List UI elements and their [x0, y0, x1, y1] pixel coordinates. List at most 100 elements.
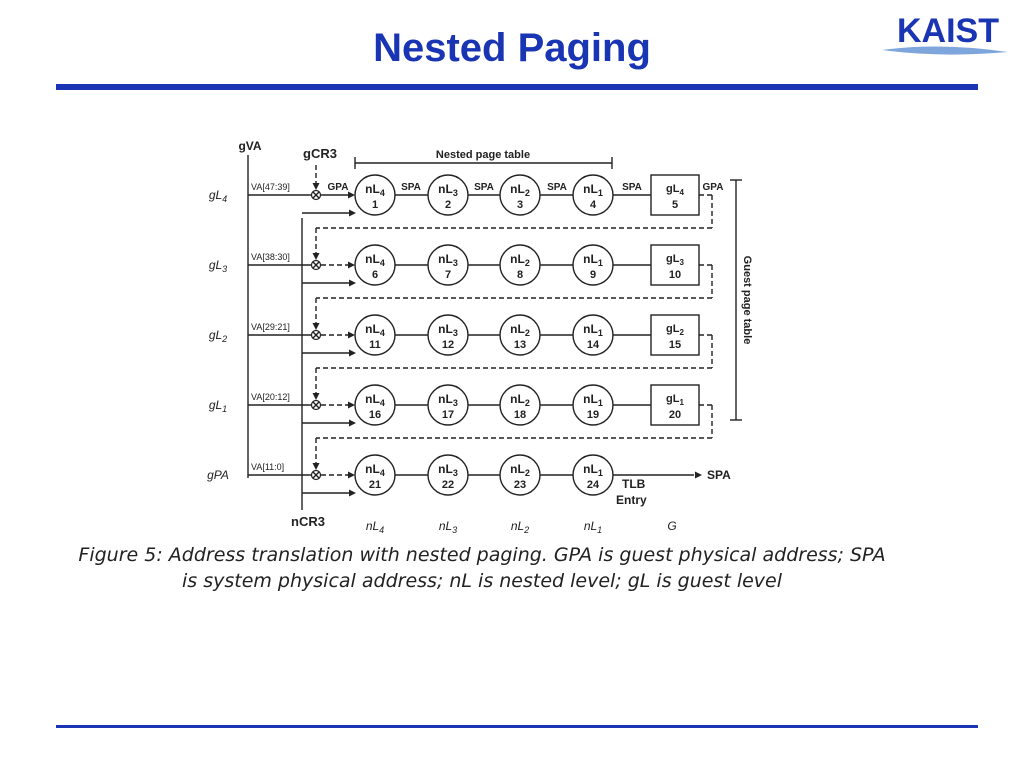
column-level-label: nL1	[584, 519, 602, 535]
row-guest-label: gL4	[209, 188, 227, 204]
guest-page-table-label: Guest page table	[741, 256, 753, 345]
ncr3-label: nCR3	[291, 514, 325, 529]
node-step-number: 24	[587, 479, 600, 491]
tlb-label: TLB	[622, 477, 646, 491]
guest-level-box	[650, 314, 700, 356]
ncr3-feed-arrow	[349, 489, 356, 497]
node-step-number: 23	[514, 479, 526, 491]
node-step-number: 17	[442, 409, 454, 421]
node-step-number: 7	[445, 269, 451, 281]
operator-cross	[312, 401, 320, 409]
node-step-number: 3	[517, 199, 523, 211]
logo-swoosh	[882, 46, 1008, 55]
node-level-label: nL1	[583, 252, 603, 268]
node-step-number: 9	[590, 269, 596, 281]
edge-label: GPA	[703, 182, 724, 193]
va-label: VA[38:30]	[251, 252, 290, 262]
row-guest-label: gL3	[209, 258, 227, 274]
node-step-number: 12	[442, 339, 454, 351]
node-level-label: nL2	[510, 462, 530, 478]
slide-title: Nested Paging	[373, 26, 651, 70]
node-step-number: 22	[442, 479, 454, 491]
column-level-label: nL4	[366, 519, 384, 535]
node-step-number: 11	[369, 339, 381, 351]
node-level-label: nL4	[365, 392, 385, 408]
edge-label: SPA	[622, 182, 642, 193]
guest-level-box	[650, 244, 700, 286]
kaist-logo: KAIST	[882, 12, 1008, 55]
tlb-output-arrow	[695, 471, 702, 479]
node-level-label: nL2	[510, 182, 530, 198]
node-level-label: nL1	[583, 322, 603, 338]
node-step-number: 6	[372, 269, 378, 281]
node-step-number: 2	[445, 199, 451, 211]
node-level-label: nL2	[510, 252, 530, 268]
node-step-number: 1	[372, 199, 378, 211]
ncr3-feed-arrow	[349, 209, 356, 217]
node-level-label: nL4	[365, 252, 385, 268]
node-step-number: 8	[517, 269, 523, 281]
guest-level-box	[650, 174, 700, 216]
gpa-edge-arrow	[348, 471, 355, 479]
node-level-label: nL3	[438, 462, 458, 478]
edge-label: SPA	[547, 182, 567, 193]
edge-label: SPA	[401, 182, 421, 193]
node-level-label: nL4	[365, 462, 385, 478]
operator-cross	[312, 331, 320, 339]
guest-box-label: gL2	[666, 323, 684, 337]
node-level-label: nL4	[365, 322, 385, 338]
gpa-edge-arrow	[348, 401, 355, 409]
operator-cross	[312, 191, 320, 199]
node-step-number: 21	[369, 479, 381, 491]
operator-cross	[312, 471, 320, 479]
node-level-label: nL1	[583, 182, 603, 198]
guest-box-label: gL1	[666, 393, 684, 407]
row-guest-label: gL1	[209, 398, 227, 414]
guest-box-number: 20	[669, 409, 681, 421]
gpa-edge-arrow	[348, 191, 355, 199]
row-guest-label: gL2	[209, 328, 227, 344]
figure-caption: Figure 5: Address translation with neste…	[78, 544, 886, 592]
node-level-label: nL2	[510, 392, 530, 408]
gcr3-label: gCR3	[303, 146, 337, 161]
guest-box-label: gL3	[666, 253, 684, 267]
guest-box-number: 10	[669, 269, 681, 281]
footer-rule	[56, 725, 978, 728]
output-spa-label: SPA	[707, 468, 731, 482]
node-level-label: nL4	[365, 182, 385, 198]
edge-label: GPA	[328, 182, 349, 193]
va-label: VA[29:21]	[251, 322, 290, 332]
gcr3-arrow-head	[312, 183, 320, 190]
guest-box-number: 5	[672, 199, 678, 211]
return-path-arrow	[312, 393, 320, 400]
logo-text: KAIST	[897, 12, 999, 50]
gva-label: gVA	[238, 139, 261, 153]
return-path-arrow	[312, 253, 320, 260]
node-level-label: nL1	[583, 392, 603, 408]
node-step-number: 14	[587, 339, 600, 351]
gpa-edge-arrow	[348, 331, 355, 339]
guest-box-number: 15	[669, 339, 681, 351]
node-level-label: nL3	[438, 322, 458, 338]
node-step-number: 13	[514, 339, 526, 351]
node-step-number: 18	[514, 409, 526, 421]
guest-level-box	[650, 384, 700, 426]
return-path-arrow	[312, 463, 320, 470]
node-level-label: nL2	[510, 322, 530, 338]
nested-page-table-label: Nested page table	[436, 149, 530, 161]
column-level-label: nL3	[439, 519, 457, 535]
ncr3-feed-arrow	[349, 419, 356, 427]
gpa-edge-arrow	[348, 261, 355, 269]
va-label: VA[47:39]	[251, 182, 290, 192]
va-label: VA[20:12]	[251, 392, 290, 402]
node-step-number: 19	[587, 409, 599, 421]
edge-label: SPA	[474, 182, 494, 193]
va-label: VA[11:0]	[251, 462, 284, 472]
title-underline	[56, 84, 978, 90]
node-level-label: nL3	[438, 182, 458, 198]
tlb-entry-label: Entry	[616, 493, 647, 507]
return-path-arrow	[312, 323, 320, 330]
column-level-label: nL2	[511, 519, 529, 535]
node-level-label: nL1	[583, 462, 603, 478]
